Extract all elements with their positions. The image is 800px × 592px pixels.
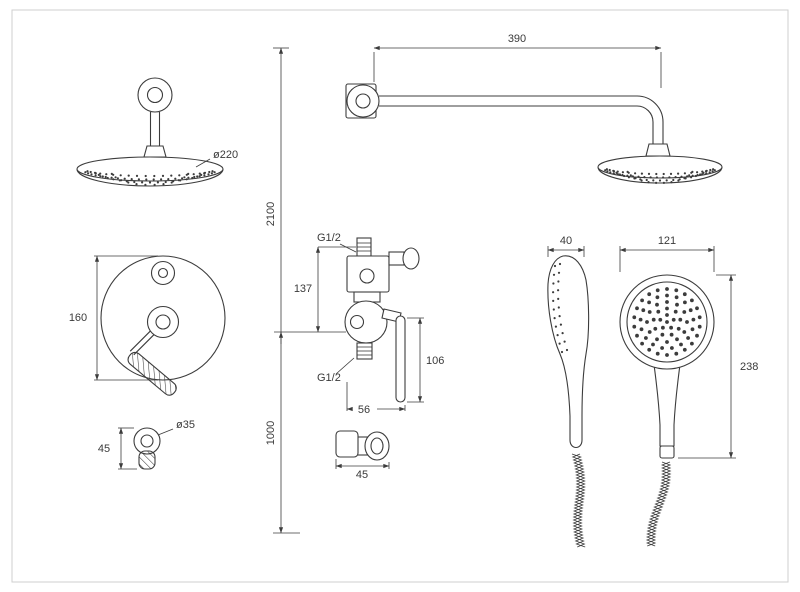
drawing-border — [11, 9, 789, 583]
handshower-depth-label: 40 — [560, 235, 572, 247]
handshower-width-label: 121 — [658, 235, 676, 247]
wall-outlet-elbow-view: 45 — [335, 430, 390, 481]
arm-length-label: 390 — [508, 33, 526, 45]
overall-height-label: 2100 — [265, 202, 277, 226]
overhead-diameter-dimension: ø220 — [195, 149, 238, 168]
outlet-width-label: 45 — [356, 469, 368, 481]
knob-height-label: 45 — [98, 443, 110, 455]
overhead-shower-front-view — [76, 77, 224, 187]
nozzle-dots — [632, 287, 702, 357]
knob-diameter-label: ø35 — [176, 419, 195, 431]
shower-hose — [571, 453, 586, 548]
hand-shower-front-view: 121 238 — [619, 235, 758, 547]
valve-height-label: 137 — [294, 283, 312, 295]
plate-diameter-label: 160 — [69, 312, 87, 324]
lever-length-label: 106 — [426, 355, 444, 367]
spray-face-dots — [604, 168, 716, 184]
spray-face-dots — [552, 262, 569, 354]
spray-face-dots — [84, 170, 216, 186]
mixer-height-label: 1000 — [265, 421, 277, 445]
mixer-trim-front-view: 160 — [69, 255, 226, 396]
overhead-diameter-label: ø220 — [213, 149, 238, 161]
installation-height-dimensions: 2100 1000 — [265, 47, 300, 534]
hand-shower-side-view: 40 — [547, 235, 590, 548]
shower-arm-side-view: 390 — [345, 33, 723, 184]
top-connection-label: G1/2 — [317, 232, 341, 244]
mixer-valve-side-view: G1/2 G1/2 137 106 56 — [274, 232, 444, 416]
handshower-length-label: 238 — [740, 361, 758, 373]
handle-knob-detail-view: ø35 45 — [98, 419, 195, 470]
bottom-connection-label: G1/2 — [317, 372, 341, 384]
valve-width-label: 56 — [358, 404, 370, 416]
shower-hose — [645, 461, 672, 547]
